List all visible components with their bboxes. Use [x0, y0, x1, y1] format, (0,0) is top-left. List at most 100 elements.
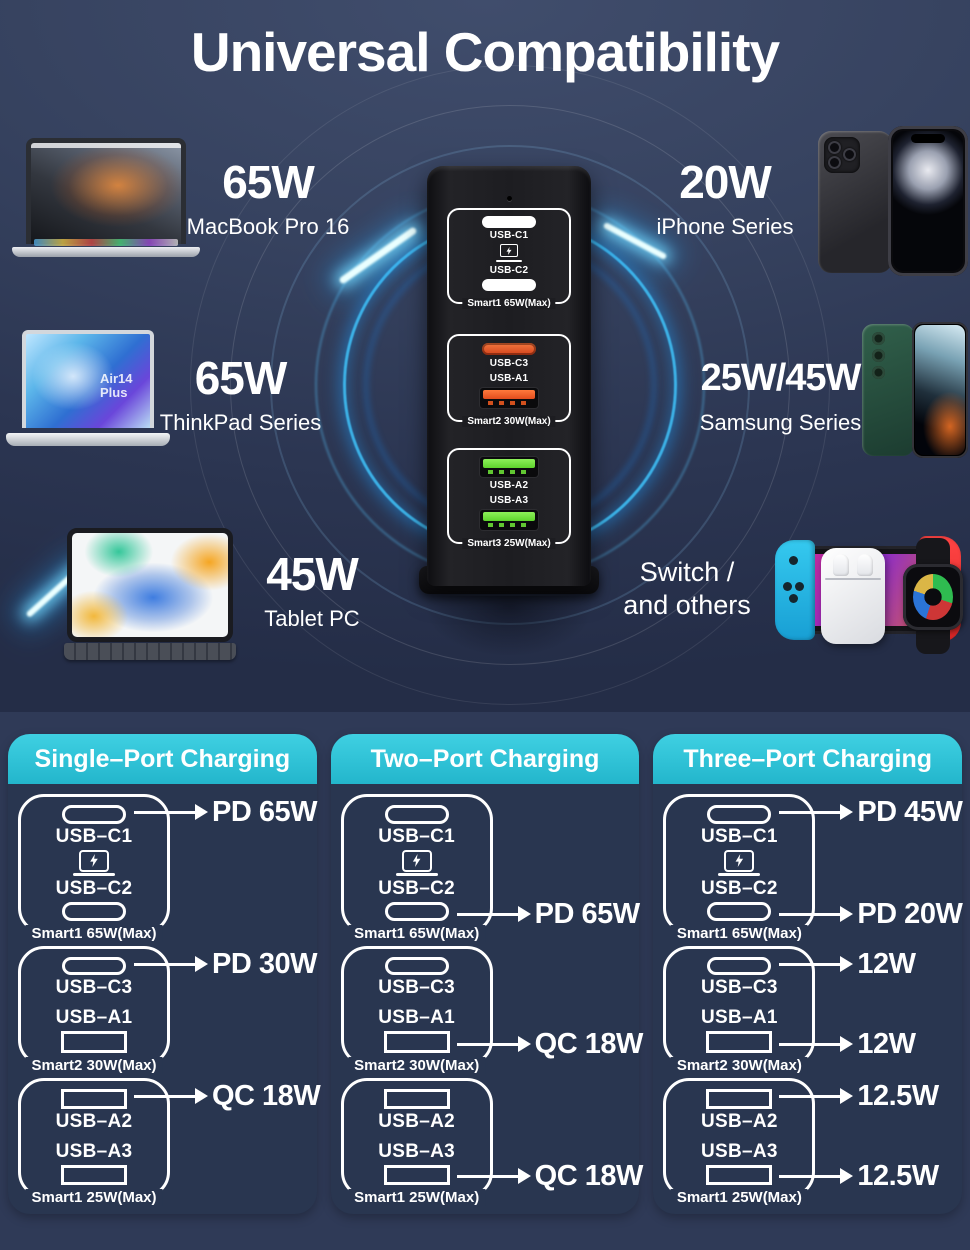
- charger-section-usbc: USB-C1 USB-C2 Smart1 65W(Max): [447, 208, 571, 309]
- thinkpad-image: Air14 Plus: [6, 330, 170, 454]
- page-title: Universal Compatibility: [190, 21, 780, 83]
- iphone-back: [818, 131, 892, 273]
- iphone-watt: 20W: [679, 156, 772, 208]
- smart-label: Smart1 65W(Max): [348, 925, 486, 942]
- output-wattage: QC 18W: [534, 1159, 644, 1192]
- usb-a-port-outline: [706, 1089, 773, 1110]
- port-label: USB-C3: [489, 358, 529, 369]
- port-label: USB–A3: [378, 1140, 456, 1162]
- port-group-box: USB–A2 USB–A3 Smart1 25W(Max): [663, 1078, 816, 1206]
- iphone-front: [888, 126, 968, 276]
- usb-c-port: [482, 216, 536, 229]
- camera-lens: [872, 349, 885, 362]
- airpods-lid-seam: [825, 578, 881, 580]
- arrow-icon: [134, 955, 208, 972]
- airpods-case: [821, 548, 885, 644]
- macbook-screen: [26, 138, 186, 244]
- charger-section-mixed: USB-C3 USB-A1 Smart2 30W(Max): [447, 334, 571, 427]
- output-wattage: 12W: [857, 1027, 916, 1060]
- macbook-base: [12, 247, 200, 257]
- apple-watch: [897, 538, 969, 654]
- samsung-screen: [915, 325, 965, 455]
- watch-face: [903, 564, 963, 630]
- laptop-charging-icon: [718, 849, 761, 877]
- port-label: USB–A2: [55, 1111, 133, 1133]
- lightning-bolt-icon: [506, 246, 512, 255]
- port-group: USB–A2 USB–A3 Smart1 25W(Max) QC 18W: [340, 1078, 644, 1206]
- camera-lens: [872, 332, 885, 345]
- usb-c-port-outline: [384, 902, 449, 921]
- port-label: USB–A3: [55, 1140, 133, 1162]
- arrow-icon: [779, 803, 854, 820]
- usb-a-port-outline: [706, 1164, 773, 1186]
- tablet-image: [64, 528, 236, 664]
- port-group: USB–C3 USB–A1 Smart2 30W(Max) 12W 12W: [663, 946, 962, 1074]
- lightning-bolt-icon: [735, 854, 744, 868]
- port-label: USB-A2: [489, 480, 529, 491]
- output-wattage: 12.5W: [857, 1159, 939, 1192]
- smart-label: Smart2 30W(Max): [670, 1057, 808, 1074]
- arrow-icon: [456, 1167, 531, 1184]
- usb-c-port-outline: [707, 957, 772, 976]
- usb-c-port-outline: [62, 902, 126, 921]
- arrow-icon: [134, 1087, 208, 1104]
- port-label: USB–A3: [700, 1140, 778, 1162]
- usb-a-port: [480, 510, 538, 530]
- port-label: USB–C2: [378, 878, 456, 900]
- others-line1: Switch /: [639, 557, 735, 587]
- samsung-label: 25W/45W Samsung Series: [693, 352, 868, 438]
- tablet-screen: [67, 528, 233, 642]
- others-label: Switch / and others: [612, 556, 762, 622]
- port-label: USB–C3: [55, 977, 133, 999]
- usb-c-port-outline: [707, 805, 772, 824]
- usb-a-port: [480, 388, 538, 408]
- camera-lens: [828, 156, 841, 169]
- smart-label: Smart1 25W(Max): [670, 1189, 808, 1206]
- port-group: USB–C1 USB–C2 Smart1 65W(Max) PD 65W: [340, 794, 640, 942]
- port-group-box: USB–A2 USB–A3 Smart1 25W(Max): [18, 1078, 170, 1206]
- port-label: USB–C2: [55, 878, 133, 900]
- joycon-button: [789, 556, 798, 565]
- arrow-icon: [779, 1035, 854, 1052]
- laptop-charging-icon: [395, 849, 438, 877]
- port-group: USB–C3 USB–A1 Smart2 30W(Max) QC 18W: [340, 946, 643, 1074]
- port-group: USB–C1 USB–C2 Smart1 65W(Max) PD 65W: [18, 794, 317, 942]
- smart-label: Smart2 30W(Max): [25, 1057, 163, 1074]
- panel-two-port: Two–Port Charging USB–C1 USB–C2 Smart1 6…: [330, 734, 644, 1214]
- port-label: USB–A1: [700, 1007, 778, 1028]
- port-label: USB–C1: [378, 825, 456, 847]
- port-group: USB–C1 USB–C2 Smart1 65W(Max) PD 45W PD …: [663, 794, 963, 942]
- airpod-earbud: [833, 554, 849, 576]
- samsung-front: [912, 322, 968, 458]
- smart-label: Smart1 25W(Max): [348, 1189, 486, 1206]
- port-label: USB-C2: [489, 264, 529, 276]
- camera-lens: [843, 148, 856, 161]
- panel-body: USB–C1 USB–C2 Smart1 65W(Max) PD 65W U: [8, 784, 321, 1206]
- output-wattage: QC 18W: [212, 1079, 321, 1112]
- samsung-image: [862, 322, 968, 460]
- usb-c-port: [482, 278, 536, 291]
- panel-title: Three–Port Charging: [653, 734, 963, 784]
- tablet-watt: 45W: [266, 548, 359, 600]
- port-label: USB–A2: [700, 1111, 778, 1133]
- port-group-box: USB–A2 USB–A3 Smart1 25W(Max): [340, 1078, 493, 1206]
- macbook-name: MacBook Pro 16: [186, 214, 350, 239]
- thinkpad-watt: 65W: [194, 352, 288, 404]
- arrow-icon: [779, 1087, 854, 1104]
- smart-label: Smart1 65W(Max): [462, 298, 556, 309]
- usb-c-port-outline: [707, 902, 772, 921]
- tablet-keyboard: [64, 643, 236, 660]
- smart-label: Smart1 25W(Max): [25, 1189, 163, 1206]
- arrow-icon: [779, 905, 854, 922]
- camera-lens: [872, 366, 885, 379]
- charging-mode-panels: Single–Port Charging USB–C1 USB–C2 Smart…: [0, 734, 970, 1214]
- samsung-watt: 25W/45W: [700, 357, 862, 399]
- port-label: USB-A1: [489, 373, 529, 384]
- tablet-label: 45W Tablet PC: [252, 548, 372, 634]
- panel-title: Single–Port Charging: [8, 734, 317, 784]
- usb-a-port-outline: [61, 1031, 127, 1053]
- samsung-back: [862, 324, 914, 456]
- output-wattage: PD 45W: [857, 795, 963, 828]
- others-line2: and others: [623, 590, 751, 620]
